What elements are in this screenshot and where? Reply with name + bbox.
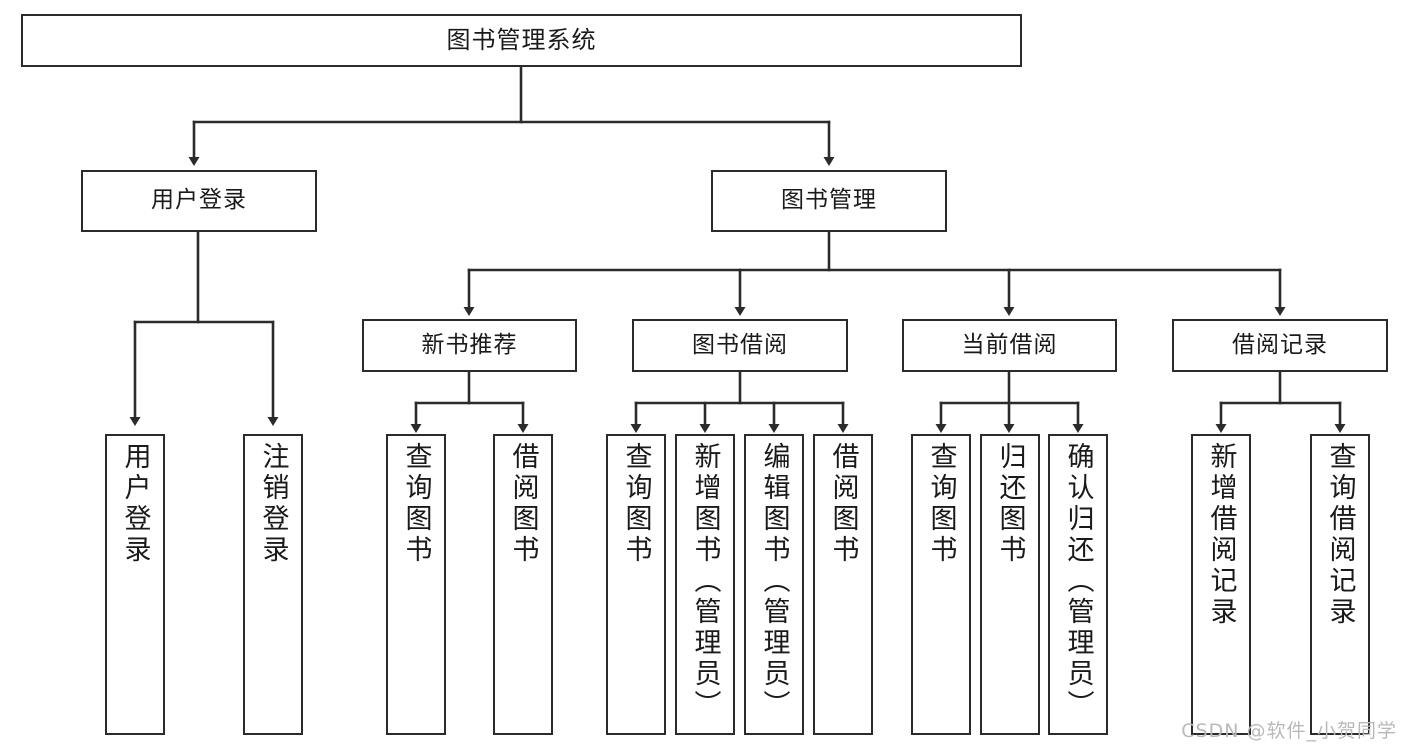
- node-leaf-query-record[interactable]: 查询借阅记录: [1310, 434, 1370, 735]
- node-leaf-add-record[interactable]: 新增借阅记录: [1191, 434, 1251, 735]
- node-user-login[interactable]: 用户登录: [81, 170, 317, 232]
- node-label: 当前借阅: [961, 331, 1058, 358]
- node-label: 查询图书: [400, 442, 432, 566]
- node-label: 注销登录: [257, 442, 289, 566]
- node-label: 借阅图书: [507, 442, 539, 566]
- node-label: 借阅图书: [827, 442, 859, 566]
- node-leaf-add-book[interactable]: 新增图书（管理员）: [675, 434, 735, 735]
- node-new-book-recommend[interactable]: 新书推荐: [362, 319, 577, 372]
- node-root-system[interactable]: 图书管理系统: [21, 14, 1022, 67]
- node-label: 确认归还（管理员）: [1062, 442, 1094, 721]
- node-label: 新增图书（管理员）: [689, 442, 721, 721]
- node-leaf-query-book-3[interactable]: 查询图书: [911, 434, 971, 735]
- node-borrow-record[interactable]: 借阅记录: [1172, 319, 1388, 372]
- node-label: 图书管理: [781, 187, 877, 214]
- node-label: 借阅记录: [1232, 331, 1328, 358]
- node-leaf-borrow-book-1[interactable]: 借阅图书: [493, 434, 553, 735]
- node-leaf-user-login[interactable]: 用户登录: [105, 434, 165, 735]
- node-leaf-edit-book[interactable]: 编辑图书（管理员）: [744, 434, 804, 735]
- node-label: 查询图书: [925, 442, 957, 566]
- node-label: 图书管理系统: [446, 26, 597, 55]
- node-leaf-return-book[interactable]: 归还图书: [980, 434, 1040, 735]
- node-leaf-query-book-1[interactable]: 查询图书: [386, 434, 446, 735]
- node-label: 图书借阅: [692, 331, 788, 358]
- node-leaf-query-book-2[interactable]: 查询图书: [606, 434, 666, 735]
- node-current-borrow[interactable]: 当前借阅: [902, 319, 1117, 372]
- node-label: 新增借阅记录: [1205, 442, 1237, 628]
- node-label: 归还图书: [994, 442, 1026, 566]
- node-book-manage[interactable]: 图书管理: [711, 170, 947, 232]
- node-label: 新书推荐: [421, 331, 518, 358]
- node-label: 查询借阅记录: [1324, 442, 1356, 628]
- node-label: 用户登录: [119, 442, 151, 566]
- node-label: 查询图书: [620, 442, 652, 566]
- node-leaf-confirm-return[interactable]: 确认归还（管理员）: [1048, 434, 1108, 735]
- node-label: 编辑图书（管理员）: [758, 442, 790, 721]
- node-leaf-logout-login[interactable]: 注销登录: [243, 434, 303, 735]
- node-leaf-borrow-book-2[interactable]: 借阅图书: [813, 434, 873, 735]
- node-book-borrow[interactable]: 图书借阅: [632, 319, 848, 372]
- node-label: 用户登录: [151, 187, 247, 214]
